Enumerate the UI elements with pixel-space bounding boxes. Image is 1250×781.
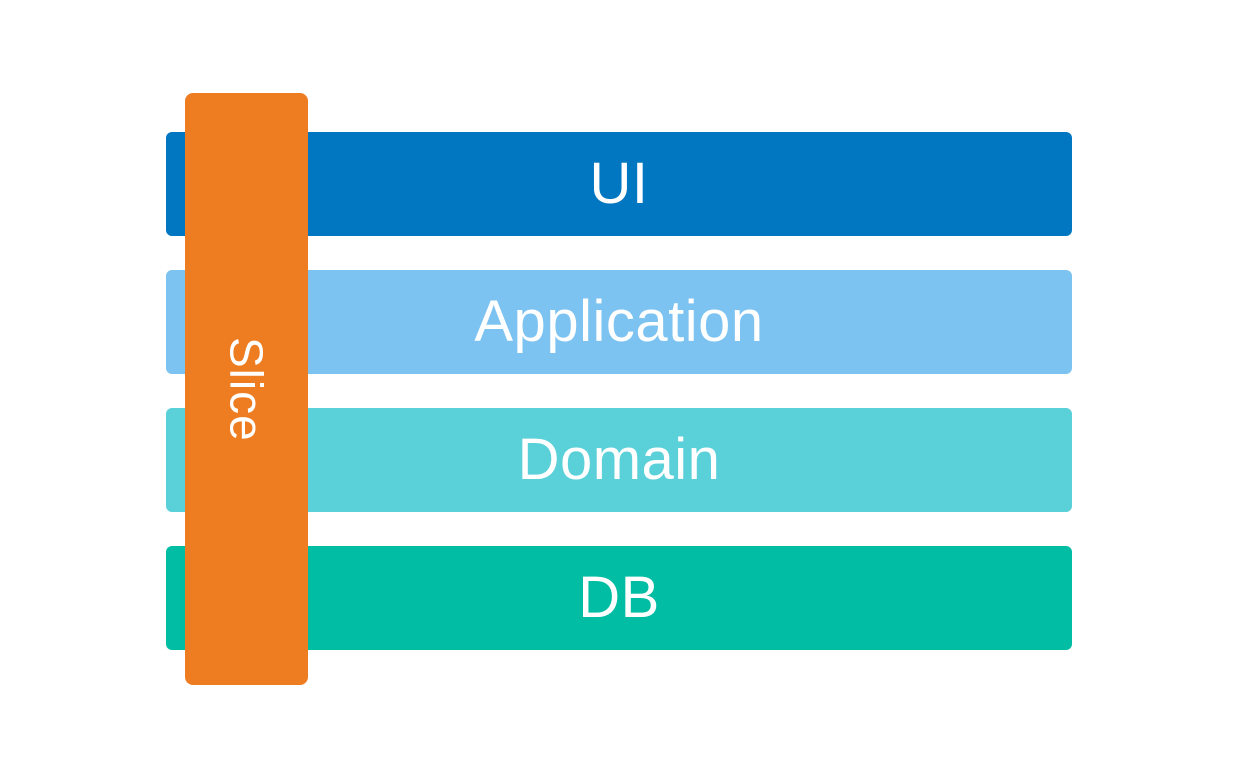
slice-label: Slice — [220, 336, 273, 442]
layer-bar-db: DB — [166, 546, 1072, 650]
layer-label-domain: Domain — [517, 427, 721, 492]
layer-bar-ui: UI — [166, 132, 1072, 236]
slice-bar: Slice — [185, 93, 308, 685]
layer-label-application: Application — [474, 289, 764, 354]
layer-label-ui: UI — [589, 151, 649, 216]
layer-label-db: DB — [578, 565, 660, 630]
layer-bar-domain: Domain — [166, 408, 1072, 512]
layer-bar-application: Application — [166, 270, 1072, 374]
